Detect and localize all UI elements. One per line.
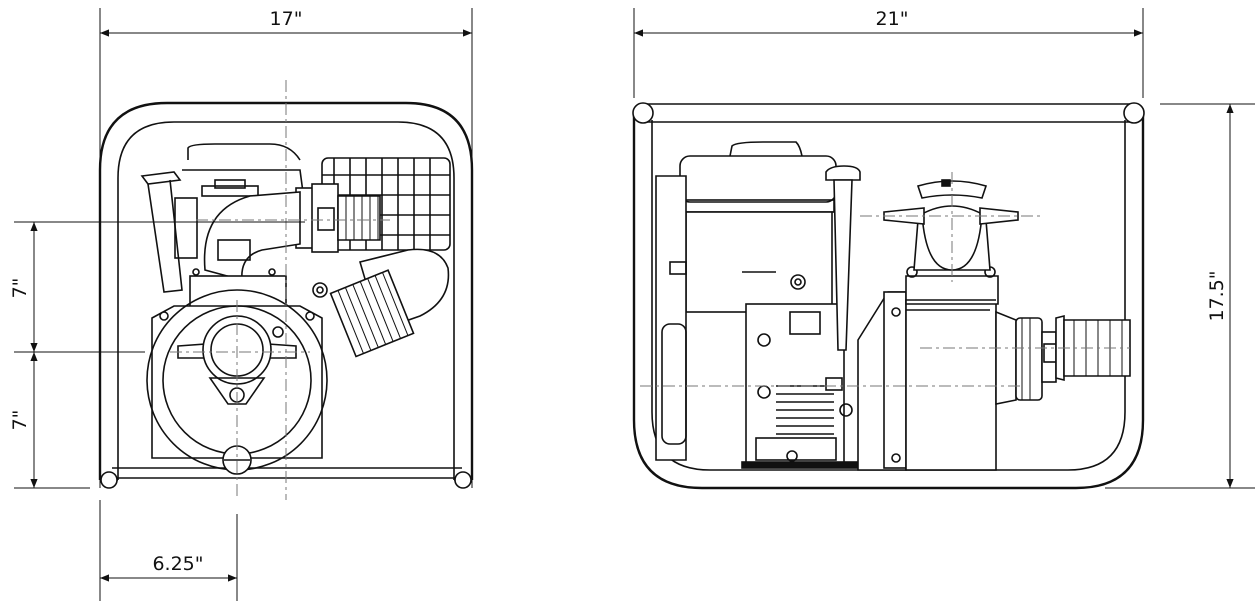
- front-lower-height-label: 7": [9, 410, 31, 431]
- side-width-label: 21": [876, 8, 909, 30]
- front-width-label: 17": [270, 8, 303, 30]
- front-view: 17": [9, 8, 474, 601]
- front-pump-housing: [146, 268, 328, 475]
- side-view: 21": [632, 8, 1255, 490]
- front-offset-label: 6.25": [152, 553, 203, 575]
- front-upper-height-label: 7": [9, 278, 31, 299]
- side-height-label: 17.5": [1206, 270, 1228, 321]
- side-top-outlet: [883, 179, 1019, 271]
